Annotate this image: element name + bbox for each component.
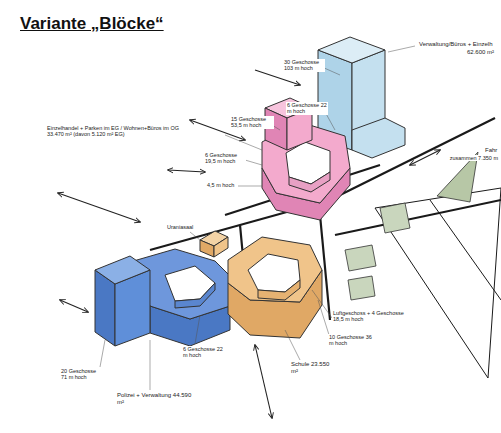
height-label: 6 Geschosse 22 m hoch [286,102,328,115]
sketch-shape [318,37,385,63]
site-triangle [375,188,501,378]
sketch-line [225,135,262,150]
area-label: zusammen 7.350 m [449,155,499,161]
height-label: Luftgeschoss + 4 Geschosse 18,5 m hoch [332,310,406,323]
sketch-shape [265,108,287,150]
sketch-line [285,330,300,360]
sketch-line [150,340,151,390]
height-label: 6 Geschosse 22 m hoch [182,346,224,359]
sketch-shape [214,237,228,257]
area-label: 62.600 m² [466,49,495,56]
blue-block [95,249,240,346]
sketch-line [168,170,205,172]
function-label: Schule 23.550 m² [290,361,336,375]
sketch-line [58,193,140,222]
sketch-shape [175,283,215,308]
green-areas [345,152,478,300]
height-label: 4,5 m hoch [206,182,235,188]
building-name: Uraniasaal [166,224,194,230]
height-label: 20 Geschosse 71 m hoch [60,368,104,381]
sketch-shape [200,240,214,257]
pink-block [262,98,350,220]
height-label: 15 Geschosse 53,5 m hoch [230,116,274,129]
school-block [228,237,322,338]
function-label: Polizei + Verwaltung 44.590 m² [116,392,198,406]
sketch-shape [380,203,410,233]
sketch-shape [345,245,376,271]
sketch-line [195,315,200,344]
sketch-line [245,160,262,165]
sketch-shape [348,276,375,300]
height-label: 30 Geschosse 103 m hoch [283,59,325,72]
leader-lines [100,46,415,390]
sketch-line [430,200,501,300]
function-label: Verwaltung/Büros + Einzelh [418,41,494,48]
sketch-line [60,300,88,312]
sketch-shape [352,118,405,158]
sketch-shape [95,256,150,284]
function-label: Einzelhandel + Parken im EG / Wohnen+Bür… [46,125,188,138]
sketch-line [238,186,262,187]
sketch-line [312,290,332,318]
sketch-shape [289,172,330,192]
function-label: Fahr [484,147,498,154]
height-label: 6 Geschosse 19,5 m hoch [204,152,246,165]
sketch-line [388,46,415,52]
pedestrian-arrows [58,70,440,418]
sketch-shape [258,280,300,300]
sketch-line [255,345,272,418]
sketch-line [255,70,300,85]
sketch-line [318,300,330,338]
sketch-shape [375,188,501,378]
sketch-line [335,200,501,235]
height-label: 10 Geschosse 36 m hoch [328,334,374,347]
sketch-line [410,150,440,165]
sketch-line [190,232,200,240]
sheet-title: Variante „Blöcke“ [20,14,164,34]
uraniasaal-block [200,231,228,257]
sketch-line [100,340,105,367]
sketch-shape [228,237,322,302]
street-lines [150,118,501,330]
